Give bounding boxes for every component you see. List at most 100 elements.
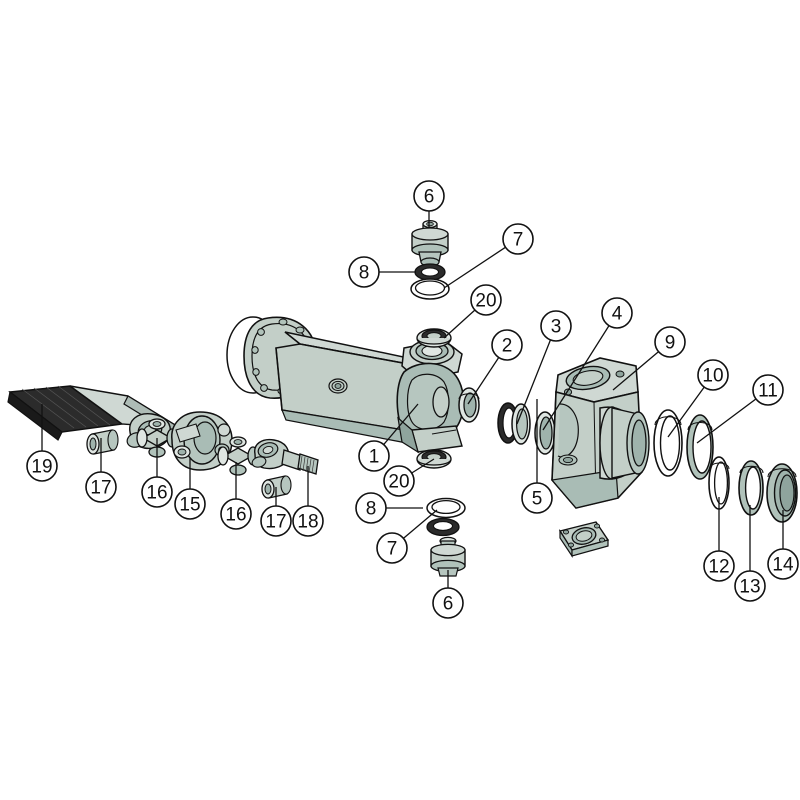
part-6-king-pin-upper xyxy=(411,220,449,267)
callout-bubble[interactable] xyxy=(521,482,553,514)
callout-17[interactable]: 17 xyxy=(85,438,117,503)
part-20-bearing-upper xyxy=(416,328,452,348)
callout-2[interactable]: 2 xyxy=(467,329,523,405)
callout-number: 17 xyxy=(265,512,286,533)
part-7-seal-ring-upper xyxy=(410,278,450,300)
callout-bubble[interactable] xyxy=(85,471,117,503)
callout-number: 18 xyxy=(297,512,318,533)
callout-bubble[interactable] xyxy=(752,374,784,406)
callout-17[interactable]: 17 xyxy=(260,487,292,537)
part-14-oil-seal xyxy=(766,463,798,523)
callout-1[interactable]: 1 xyxy=(358,403,419,472)
callout-bubble[interactable] xyxy=(348,256,380,288)
callout-number: 17 xyxy=(90,478,111,499)
callout-4[interactable]: 4 xyxy=(542,297,633,431)
callout-bubble[interactable] xyxy=(358,440,390,472)
callout-bubble[interactable] xyxy=(220,498,252,530)
callout-9[interactable]: 9 xyxy=(612,326,686,391)
callout-6[interactable]: 6 xyxy=(432,570,464,619)
callout-3[interactable]: 3 xyxy=(516,310,572,425)
callout-bubble[interactable] xyxy=(355,492,387,524)
part-2-seal-ring xyxy=(458,387,480,423)
callout-number: 6 xyxy=(443,594,454,615)
callout-bubble[interactable] xyxy=(292,505,324,537)
part-17-bearing-cup-right xyxy=(261,475,292,499)
part-7-seal-ring-lower xyxy=(426,517,460,537)
callout-bubble[interactable] xyxy=(540,310,572,342)
callout-number: 1 xyxy=(369,447,380,468)
part-9-steering-knuckle xyxy=(550,357,650,509)
part-8-o-ring-lower xyxy=(426,497,466,519)
part-12-seal-ring xyxy=(708,456,730,510)
callout-number: 7 xyxy=(513,230,524,251)
part-5-mounting-plate xyxy=(558,521,610,558)
callout-bubble[interactable] xyxy=(502,223,534,255)
callout-bubble[interactable] xyxy=(654,326,686,358)
callout-number: 8 xyxy=(366,499,377,520)
callout-20[interactable]: 20 xyxy=(443,284,502,339)
part-1-axle-housing xyxy=(226,316,465,454)
callout-12[interactable]: 12 xyxy=(703,497,735,582)
callout-bubble[interactable] xyxy=(413,180,445,212)
callout-10[interactable]: 10 xyxy=(667,359,729,438)
callout-5[interactable]: 5 xyxy=(521,399,553,514)
callout-16[interactable]: 16 xyxy=(220,462,252,530)
callout-6[interactable]: 6 xyxy=(413,180,445,228)
callout-7[interactable]: 7 xyxy=(376,509,438,564)
callout-number: 19 xyxy=(31,457,52,478)
part-10-seal-ring xyxy=(653,409,683,477)
callout-bubble[interactable] xyxy=(260,505,292,537)
callout-number: 9 xyxy=(665,333,676,354)
callout-number: 8 xyxy=(359,263,370,284)
callout-bubble[interactable] xyxy=(141,476,173,508)
callout-number: 15 xyxy=(179,495,200,516)
callout-bubble[interactable] xyxy=(697,359,729,391)
part-15-double-cardan-yoke xyxy=(171,411,233,471)
part-4-seal-ring xyxy=(534,411,556,455)
part-18-splined-stub-shaft xyxy=(251,438,319,475)
callout-number: 12 xyxy=(708,557,729,578)
callout-8[interactable]: 8 xyxy=(348,256,416,288)
callout-bubble[interactable] xyxy=(376,532,408,564)
callout-7[interactable]: 7 xyxy=(443,223,534,289)
callout-number: 4 xyxy=(612,304,623,325)
callout-leader-line xyxy=(542,312,618,431)
callout-number: 10 xyxy=(702,366,723,387)
callout-bubble[interactable] xyxy=(491,329,523,361)
callout-number: 16 xyxy=(225,505,246,526)
part-17-bearing-cup-left xyxy=(86,429,119,455)
callout-8[interactable]: 8 xyxy=(355,492,423,524)
callout-20[interactable]: 20 xyxy=(383,458,435,497)
part-8-o-ring-upper xyxy=(414,263,446,281)
callout-bubble[interactable] xyxy=(767,548,799,580)
callout-15[interactable]: 15 xyxy=(174,458,206,520)
callout-number: 14 xyxy=(772,555,794,576)
part-11-seal-ring xyxy=(686,414,714,480)
callout-bubble[interactable] xyxy=(174,488,206,520)
callout-19[interactable]: 19 xyxy=(26,404,58,482)
callout-bubble[interactable] xyxy=(703,550,735,582)
callout-11[interactable]: 11 xyxy=(696,374,784,444)
callout-bubble[interactable] xyxy=(601,297,633,329)
callout-13[interactable]: 13 xyxy=(734,505,766,602)
callout-18[interactable]: 18 xyxy=(292,466,324,537)
callout-14[interactable]: 14 xyxy=(767,510,799,580)
callout-number: 20 xyxy=(475,291,496,312)
callout-number: 7 xyxy=(387,539,398,560)
callout-bubble[interactable] xyxy=(26,450,58,482)
callout-16[interactable]: 16 xyxy=(141,438,173,508)
callout-number: 5 xyxy=(532,489,543,510)
callout-bubble[interactable] xyxy=(734,570,766,602)
callout-leader-line xyxy=(516,325,557,425)
part-13-seal-ring xyxy=(738,460,764,516)
part-3-seal-ring-pair xyxy=(497,402,531,445)
callout-bubble[interactable] xyxy=(383,465,415,497)
callout-bubble[interactable] xyxy=(470,284,502,316)
part-6-king-pin-lower xyxy=(430,536,466,577)
callout-number: 16 xyxy=(146,483,167,504)
callout-number: 13 xyxy=(739,577,760,598)
callout-bubble[interactable] xyxy=(432,587,464,619)
